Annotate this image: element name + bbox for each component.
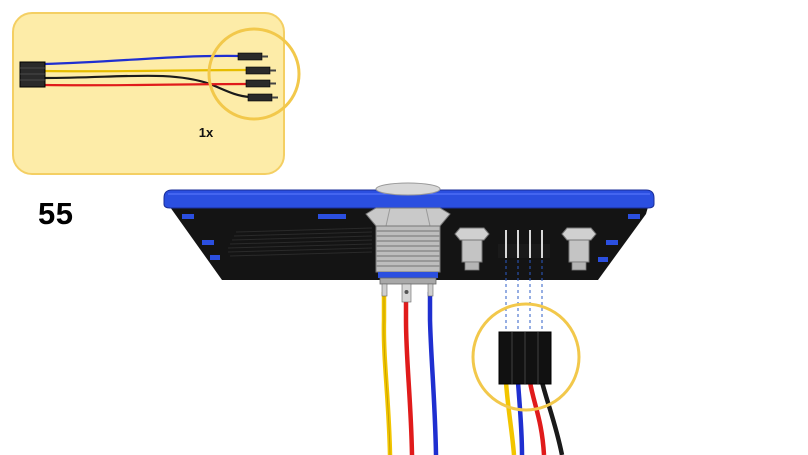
quantity-label: 1x [198, 125, 214, 140]
dupont-cable-icon [19, 27, 301, 121]
button-wires [381, 292, 439, 455]
button-wire-blue [427, 292, 439, 455]
connector-highlight-circle [471, 302, 581, 412]
connection-guide-lines [505, 260, 543, 332]
cable-wire-black [43, 74, 251, 99]
connector-wire-blue [515, 381, 525, 455]
cable-highlight-circle [207, 27, 301, 121]
parts-callout-box [12, 12, 285, 175]
cable-wire-yellow [43, 68, 249, 73]
connector-wire-yellow [503, 381, 517, 455]
standoff-right [561, 227, 597, 271]
connector-wire-black [539, 381, 565, 455]
pcb-pin-header [498, 230, 550, 258]
cable-pin-tips [237, 52, 278, 102]
plate-ribbed-area [227, 227, 373, 257]
cable-wire-red [43, 82, 249, 87]
female-header-connector [471, 302, 581, 455]
metal-push-button [365, 182, 451, 303]
cable-wire-blue [43, 54, 241, 66]
connector-wire-red [527, 381, 547, 455]
button-wire-red [403, 300, 415, 455]
step-number: 55 [38, 196, 74, 231]
cable-header-block [19, 61, 46, 88]
standoff-left [454, 227, 490, 271]
